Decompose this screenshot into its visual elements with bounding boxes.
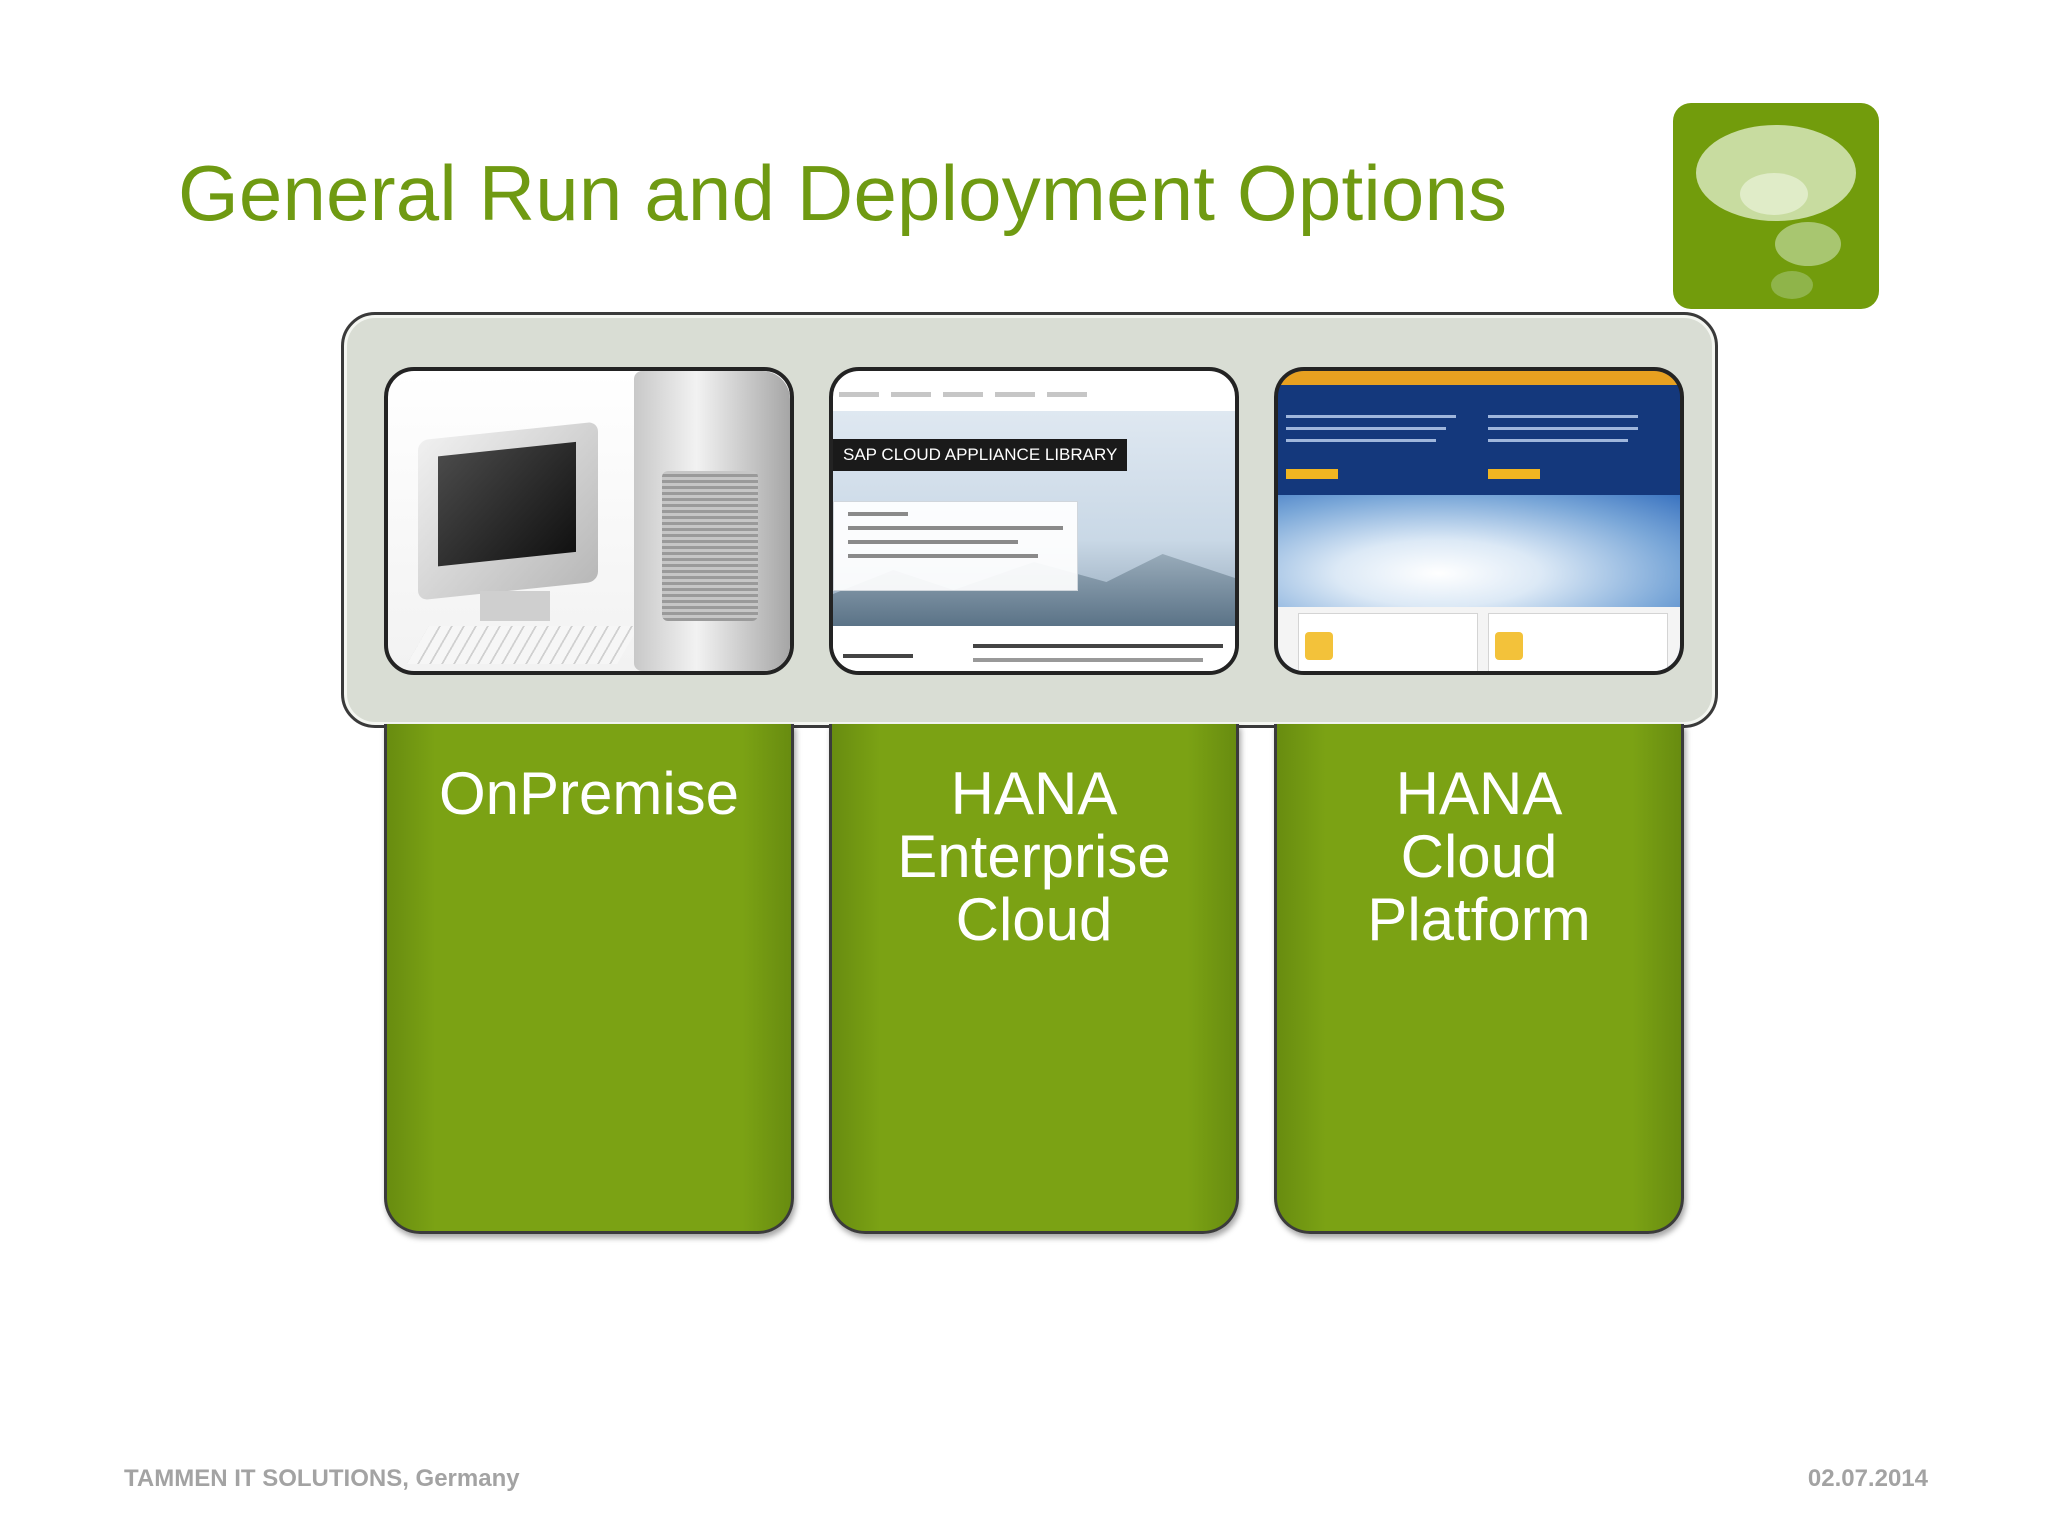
sap-cloud-appliance-library-screenshot: SAP CLOUD APPLIANCE LIBRARY: [829, 367, 1239, 675]
footer-company: TAMMEN IT SOLUTIONS, Germany: [124, 1465, 520, 1492]
option-column-hana-enterprise-cloud: HANA Enterprise Cloud: [829, 724, 1239, 1234]
speech-bubbles-logo-icon: [1673, 103, 1879, 309]
slide-title: General Run and Deployment Options: [178, 149, 1508, 237]
option-label: HANA Enterprise Cloud: [897, 760, 1171, 953]
option-label: OnPremise: [438, 760, 740, 827]
computer-image: [384, 367, 794, 675]
footer-date: 02.07.2014: [1807, 1465, 1928, 1492]
option-column-onpremise: OnPremise: [384, 724, 794, 1234]
hana-cloud-platform-screenshot: [1274, 367, 1684, 675]
option-column-hana-cloud-platform: HANA Cloud Platform: [1274, 724, 1684, 1234]
screenshot-banner-text: SAP CLOUD APPLIANCE LIBRARY: [833, 439, 1128, 471]
option-label: HANA Cloud Platform: [1367, 760, 1591, 953]
